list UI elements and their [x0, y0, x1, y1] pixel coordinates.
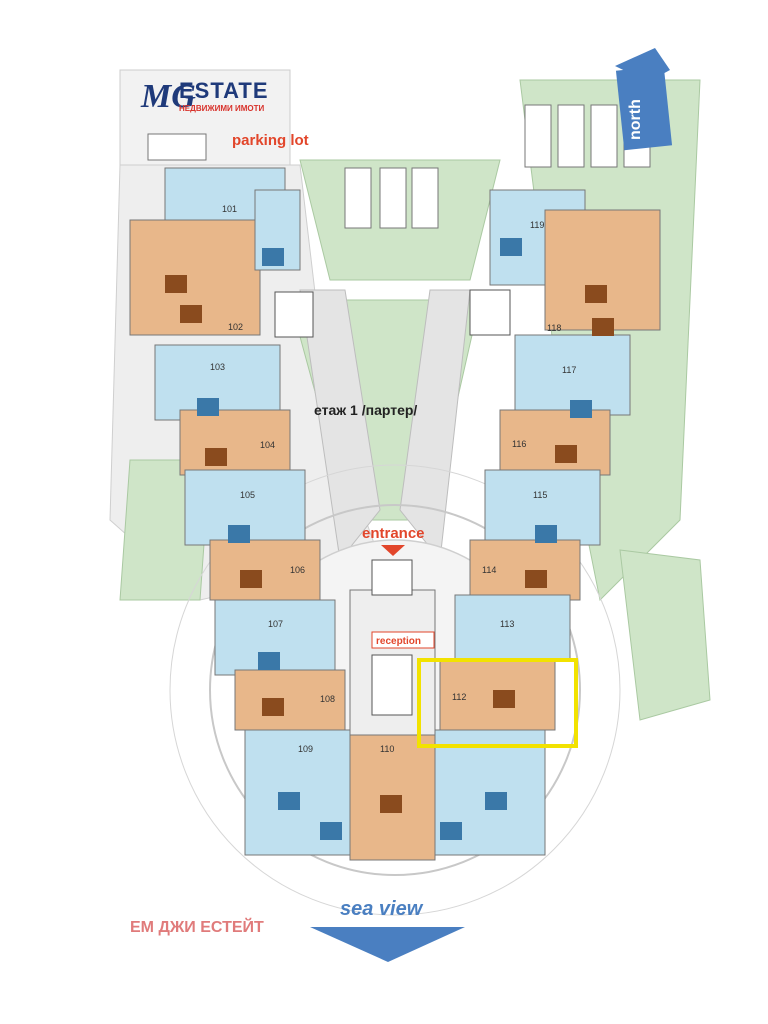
unit-label: 108: [320, 694, 335, 704]
reception-label: reception: [376, 636, 421, 647]
entrance-arrow: [381, 545, 405, 556]
unit-label: 112: [452, 692, 466, 702]
unit-label: 104: [260, 440, 275, 450]
unit-label: 110: [380, 744, 394, 754]
logo-title: ESTATE: [179, 78, 269, 103]
unit-label: 107: [268, 619, 283, 629]
watermark-label: ЕМ ДЖИ ЕСТЕЙТ: [130, 917, 264, 936]
unit-labels: 101 102 103 104 105 106 107 108 109 110 …: [210, 204, 576, 754]
right-wing: [439, 189, 661, 731]
unit-label: 114: [482, 565, 496, 575]
unit-label: 109: [298, 744, 313, 754]
sea-view-arrow: [310, 927, 465, 962]
parking-lot-label: parking lot: [232, 132, 309, 149]
logo-mark: MG: [141, 78, 196, 115]
unit-label: 119: [530, 220, 544, 230]
unit-label: 103: [210, 362, 225, 372]
floor-label: етаж 1 /партер/: [314, 402, 417, 418]
north-label: north: [627, 99, 644, 140]
north-arrow: [615, 48, 673, 151]
entrance-label: entrance: [362, 525, 425, 542]
unit-label: 118: [547, 323, 561, 333]
unit-label: 117: [562, 365, 576, 375]
unit-label: 115: [533, 490, 547, 500]
logo: MG ESTATE НЕДВИЖИМИ ИМОТИ: [139, 76, 279, 132]
unit-label: 102: [228, 322, 243, 332]
highlight-box: [417, 658, 578, 748]
unit-label: 116: [512, 439, 526, 449]
sea-view-label: sea view: [340, 898, 424, 920]
logo-subtitle: НЕДВИЖИМИ ИМОТИ: [179, 104, 265, 113]
unit-label: 105: [240, 490, 255, 500]
unit-label: 101: [222, 204, 237, 214]
unit-label: 106: [290, 565, 305, 575]
unit-label: 113: [500, 619, 514, 629]
